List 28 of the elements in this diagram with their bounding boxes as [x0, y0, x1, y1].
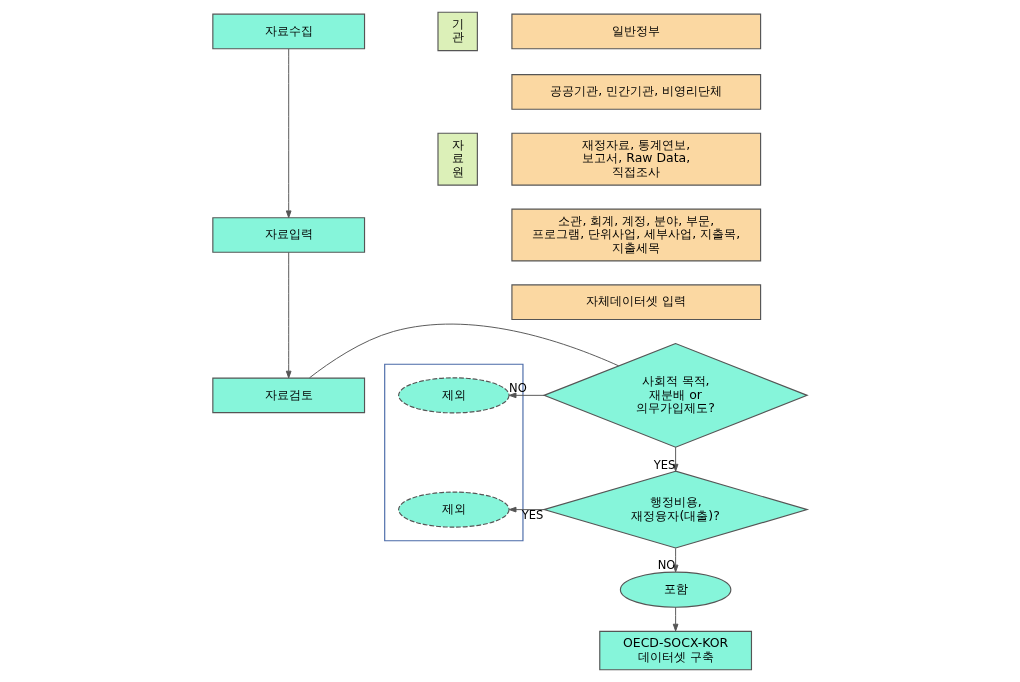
- node-box: 소관, 회계, 계정, 분야, 부문, 프로그램, 단위사업, 세부사업, 지출목, 지출세목: [511, 208, 762, 262]
- edge-label: NO: [509, 381, 527, 396]
- node-ellipse: 제외: [398, 377, 510, 414]
- node-box: 자료원: [437, 132, 478, 186]
- connector: [309, 323, 620, 379]
- node-box: 자료수집: [212, 13, 366, 50]
- node-diamond: 행정비용, 재정융자(대출)?: [542, 470, 810, 549]
- node-box: 자료입력: [212, 217, 366, 253]
- arrow: [508, 392, 545, 399]
- node-box: 자체데이터셋 입력: [511, 284, 762, 321]
- edge-label: NO: [657, 558, 676, 573]
- arrow: [508, 506, 545, 513]
- cluster: [384, 363, 524, 542]
- node-box: 기관: [437, 11, 478, 52]
- node-box: 재정자료, 통계연보, 보고서, Raw Data, 직접조사: [511, 132, 762, 186]
- arrow: [672, 606, 679, 632]
- node-ellipse: 포함: [619, 571, 732, 608]
- arrow: [672, 547, 679, 573]
- node-box: 자료검토: [212, 377, 366, 414]
- node-box: OECD-SOCX-KOR 데이터셋 구축: [599, 630, 753, 671]
- arrow: [285, 48, 292, 219]
- node-box: 일반정부: [511, 13, 762, 50]
- edge-label: YES: [521, 507, 544, 522]
- node-box: 공공기관, 민간기관, 비영리단체: [511, 74, 762, 110]
- node-diamond: 사회적 목적, 재분배 or 의무가입제도?: [542, 342, 809, 448]
- arrow: [285, 251, 292, 379]
- edge-label: YES: [653, 457, 676, 472]
- node-ellipse: 제외: [398, 491, 510, 528]
